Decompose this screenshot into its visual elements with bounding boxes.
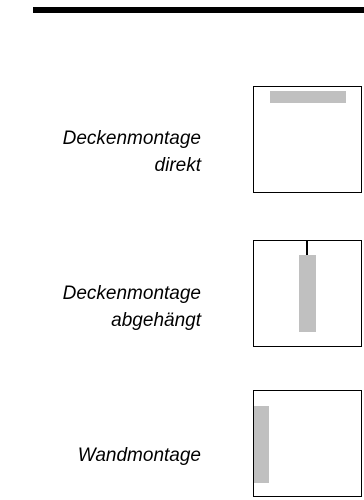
mount-option-label: Wandmontage: [77, 445, 201, 466]
ceiling-direct-mount-icon[interactable]: [253, 86, 362, 193]
wall-mount-icon[interactable]: [253, 390, 362, 497]
fixture-shape: [299, 255, 316, 332]
header-rule: [33, 7, 364, 13]
fixture-shape: [254, 406, 269, 483]
mount-option-label: Deckenmontage abgehängt: [62, 283, 201, 331]
suspension-rod: [306, 241, 308, 255]
mount-option-label: Deckenmontage direkt: [62, 128, 201, 176]
fixture-shape: [270, 91, 346, 103]
ceiling-suspended-mount-icon[interactable]: [253, 240, 362, 347]
